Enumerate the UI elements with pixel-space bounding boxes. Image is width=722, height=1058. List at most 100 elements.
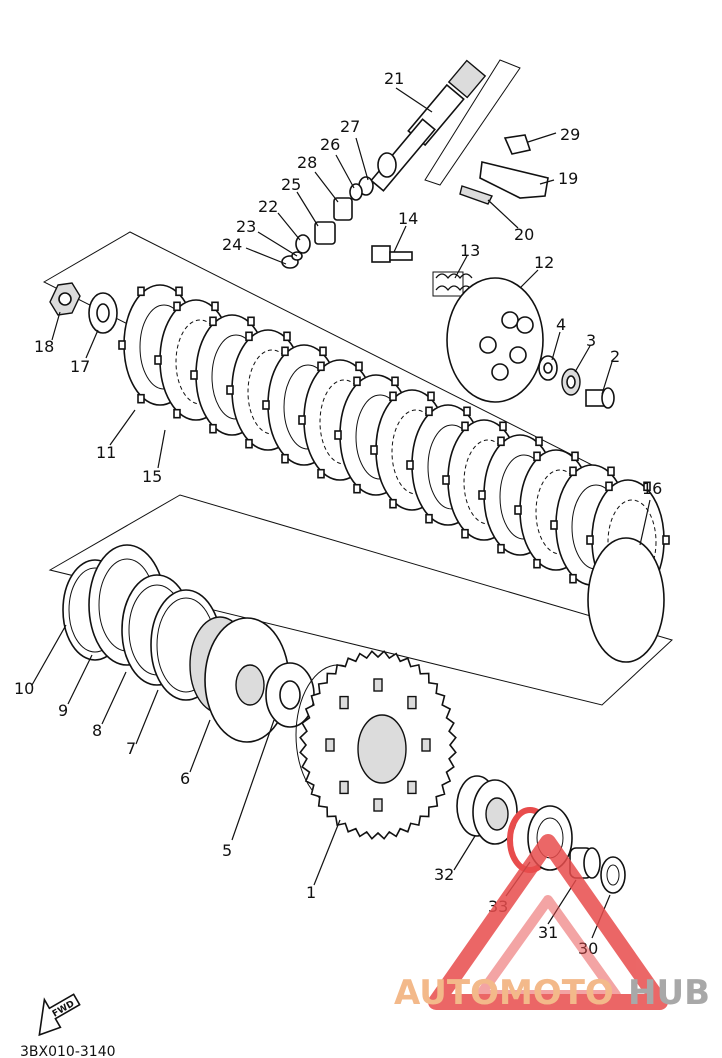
plate-tab: [317, 361, 325, 372]
plate-tab: [370, 445, 378, 455]
label-1: 1: [306, 883, 316, 902]
plate-tab: [137, 286, 145, 297]
plate-tab: [262, 400, 270, 410]
plate-tab: [281, 453, 289, 464]
plate-tab: [571, 451, 579, 462]
plate-tab: [247, 316, 255, 327]
gear-slot: [339, 695, 349, 710]
lever-parts: [459, 134, 549, 205]
spring-13: [432, 271, 473, 297]
label-17: 17: [70, 357, 90, 376]
plate-tab: [175, 286, 183, 297]
shaft-group-frame: [424, 59, 521, 186]
gear-slot: [325, 738, 335, 752]
gear-hub: [357, 714, 407, 784]
gear-slot: [339, 780, 349, 795]
label-8: 8: [92, 721, 102, 740]
bearing-32: [456, 775, 518, 845]
plate-tab: [209, 316, 217, 327]
plate-tab: [425, 406, 433, 417]
bolt-14: [371, 245, 413, 263]
plate-tab: [605, 481, 613, 492]
plate-tab: [535, 436, 543, 447]
plate-tab: [317, 468, 325, 479]
plate-tab: [533, 451, 541, 462]
plate-tab: [391, 376, 399, 387]
label-18: 18: [34, 337, 54, 356]
plate-tab: [283, 331, 291, 342]
gear-slot: [407, 695, 417, 710]
label-24: 24: [222, 235, 242, 254]
nut-washer: [49, 282, 118, 334]
label-11: 11: [96, 443, 116, 462]
label-9: 9: [58, 701, 68, 720]
lower-group-frame: [48, 494, 673, 706]
plate-tab: [281, 346, 289, 357]
push-rod: [370, 59, 487, 192]
plate-tab: [353, 376, 361, 387]
plate-tab: [137, 393, 145, 404]
plate-tab: [211, 301, 219, 312]
label-27: 27: [340, 117, 360, 136]
label-4: 4: [556, 315, 566, 334]
plate-tab: [607, 466, 615, 477]
plate-tab: [427, 391, 435, 402]
plate-tab: [209, 423, 217, 434]
gear-slot: [373, 798, 383, 812]
drawing-code: 3BX010-3140: [20, 1044, 116, 1058]
plate-tab: [355, 361, 363, 372]
plate-tab: [226, 385, 234, 395]
label-5: 5: [222, 841, 232, 860]
label-13: 13: [460, 241, 480, 260]
clutch-boss-6: [189, 616, 290, 743]
plate-tab: [569, 573, 577, 584]
pressure-plate-12: [446, 277, 544, 403]
plate-tab: [463, 406, 471, 417]
plate-tab: [643, 481, 651, 492]
label-2: 2: [610, 347, 620, 366]
label-19: 19: [558, 169, 578, 188]
label-25: 25: [281, 175, 301, 194]
watermark-text-hub: HUB: [628, 973, 710, 1013]
plate-tab: [514, 505, 522, 515]
plate-tab: [497, 436, 505, 447]
plate-tab: [245, 331, 253, 342]
plate-tab: [533, 558, 541, 569]
label-12: 12: [534, 253, 554, 272]
plate-tab: [245, 438, 253, 449]
plate-tab: [334, 430, 342, 440]
label-22: 22: [258, 197, 278, 216]
plate-tab: [118, 340, 126, 350]
watermark-text-auto: AUTOMOTO: [394, 973, 614, 1013]
label-23: 23: [236, 217, 256, 236]
plate-tab: [461, 421, 469, 432]
label-3: 3: [586, 331, 596, 350]
gear-slot: [421, 738, 431, 752]
plate-tab: [550, 520, 558, 530]
label-26: 26: [320, 135, 340, 154]
plate-tab: [389, 498, 397, 509]
label-15: 15: [142, 467, 162, 486]
label-20: 20: [514, 225, 534, 244]
washer-bearing-screw: [538, 355, 615, 409]
leader-lines: [31, 87, 651, 939]
clutch-plate-16: [587, 537, 665, 663]
plate-tab: [425, 513, 433, 524]
gear-slot: [407, 780, 417, 795]
label-10: 10: [14, 679, 34, 698]
plate-tab: [319, 346, 327, 357]
plate-tab: [173, 408, 181, 419]
thrust-washer-5: [265, 662, 315, 728]
primary-driven-gear-1: [295, 650, 457, 840]
label-28: 28: [297, 153, 317, 172]
label-29: 29: [560, 125, 580, 144]
plate-tab: [406, 460, 414, 470]
plate-tab: [154, 355, 162, 365]
plate-tab: [499, 421, 507, 432]
plate-tab: [442, 475, 450, 485]
plate-tab: [461, 528, 469, 539]
label-6: 6: [180, 769, 190, 788]
plate-tab: [497, 543, 505, 554]
